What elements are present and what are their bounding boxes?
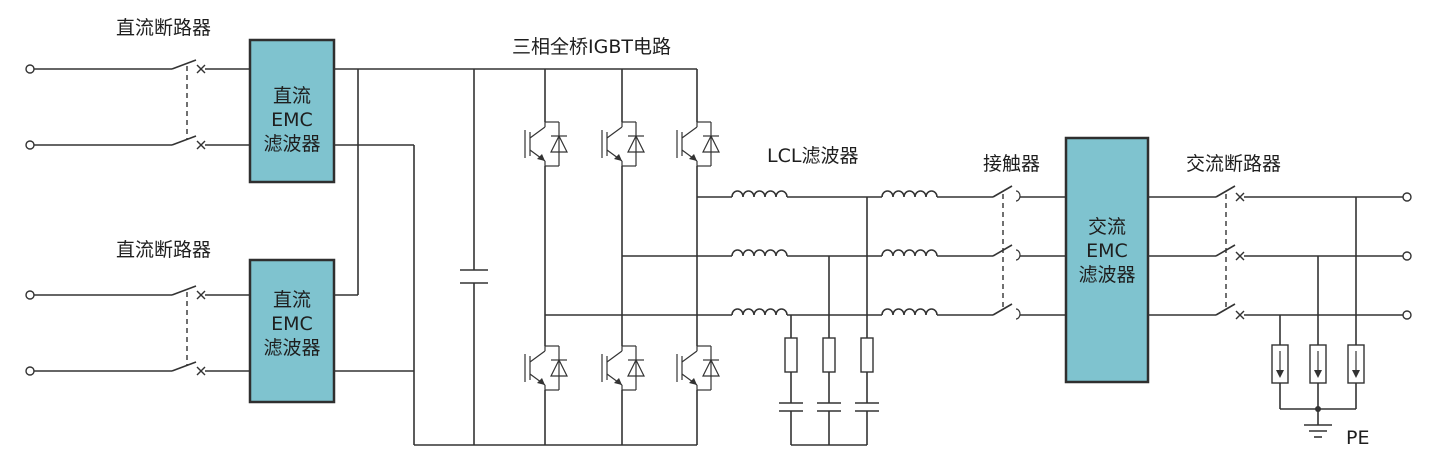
- ac-breaker: [1148, 185, 1412, 320]
- igbt-icon: [601, 121, 645, 167]
- contact-arc-icon: [1015, 190, 1021, 202]
- contactor-label: 接触器: [983, 153, 1040, 175]
- surge-arrester-icon: [1271, 344, 1289, 384]
- filter-label-line3: 滤波器: [263, 133, 320, 155]
- dc-bus: [334, 68, 697, 446]
- pe-label: PE: [1346, 427, 1369, 449]
- inductor-icon: [881, 249, 938, 257]
- switch-icon: [992, 185, 1013, 316]
- junction-dot: [1315, 406, 1321, 412]
- surge-protection: [1271, 197, 1365, 438]
- terminal-icon: [25, 290, 35, 300]
- igbt-bridge-label: 三相全桥IGBT电路: [512, 36, 671, 58]
- inductor-icon: [731, 249, 788, 257]
- igbt-icon: [676, 345, 720, 391]
- inductor-icon: [731, 190, 788, 198]
- contactor: [992, 185, 1066, 320]
- filter-label-line2: EMC: [271, 109, 313, 131]
- inductor-icon: [881, 308, 938, 316]
- ac-breaker-label: 交流断路器: [1186, 153, 1281, 175]
- capacitor-icon: [460, 269, 488, 284]
- igbt-icon: [524, 345, 568, 391]
- surge-arrester-icon: [1309, 344, 1327, 384]
- breaker-x-mark: [1235, 192, 1245, 320]
- filter-label-line1: 直流: [273, 85, 311, 107]
- filter-label-line1: 交流: [1088, 216, 1126, 238]
- dc-emc-filter-bottom: 直流 EMC 滤波器: [248, 258, 336, 404]
- breaker-x-mark: [196, 64, 206, 150]
- igbt-icon: [601, 345, 645, 391]
- terminal-icon: [25, 366, 35, 376]
- contact-arc-icon: [1015, 308, 1021, 320]
- filter-label-line3: 滤波器: [1078, 264, 1135, 286]
- filter-label-line2: EMC: [271, 313, 313, 335]
- terminal-icon: [1402, 251, 1412, 261]
- igbt-bridge: [524, 69, 732, 445]
- resistor-icon: [822, 337, 836, 373]
- filter-label-line1: 直流: [273, 289, 311, 311]
- dc-breaker-label-top: 直流断路器: [116, 17, 211, 39]
- dc-input-top: [25, 59, 250, 150]
- terminal-icon: [1402, 192, 1412, 202]
- switch-icon: [171, 285, 197, 372]
- terminal-icon: [25, 140, 35, 150]
- terminal-icon: [25, 64, 35, 74]
- igbt-icon: [524, 121, 568, 167]
- ac-emc-filter: 交流 EMC 滤波器: [1064, 136, 1150, 384]
- capacitor-icon: [779, 402, 803, 412]
- capacitor-icon: [817, 402, 841, 412]
- breaker-x-mark: [196, 290, 206, 376]
- resistor-icon: [860, 337, 874, 373]
- dc-input-bottom: [25, 285, 250, 376]
- inductor-icon: [881, 190, 938, 198]
- contact-arc-icon: [1015, 249, 1021, 261]
- switch-icon: [1215, 185, 1236, 316]
- switch-icon: [171, 59, 197, 146]
- lcl-filter-label: LCL滤波器: [767, 145, 858, 167]
- filter-label-line3: 滤波器: [263, 337, 320, 359]
- igbt-icon: [676, 121, 720, 167]
- terminal-icon: [1402, 310, 1412, 320]
- capacitor-icon: [855, 402, 879, 412]
- inductor-icon: [731, 308, 788, 316]
- dc-emc-filter-top: 直流 EMC 滤波器: [248, 38, 336, 184]
- surge-arrester-icon: [1347, 344, 1365, 384]
- filter-label-line2: EMC: [1086, 240, 1128, 262]
- lcl-filter: [731, 190, 993, 446]
- ground-icon: [1304, 424, 1332, 438]
- dc-breaker-label-bottom: 直流断路器: [116, 239, 211, 261]
- resistor-icon: [784, 337, 798, 373]
